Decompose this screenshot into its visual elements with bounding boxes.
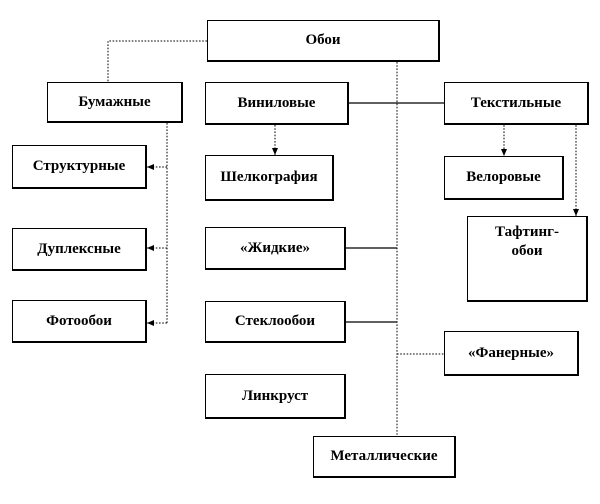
node-photo-label: Фотообои: [46, 312, 112, 329]
node-structural-label: Структурные: [32, 158, 126, 175]
node-photo: Фотообои: [12, 300, 147, 343]
edge-root-paper: [107, 40, 207, 82]
node-veneer: «Фанерные»: [444, 331, 579, 376]
node-structural: Структурные: [12, 145, 147, 189]
node-vinyl-label: Виниловые: [237, 94, 316, 111]
node-textile-label: Текстильные: [470, 94, 562, 111]
node-glass-label: Стеклообои: [234, 313, 316, 330]
node-velour-label: Велоровые: [466, 169, 541, 186]
node-metallic-label: Металлические: [330, 448, 438, 465]
node-paper-label: Бумажные: [78, 93, 151, 110]
node-metallic: Металлические: [313, 436, 456, 478]
node-glass: Стеклообои: [205, 301, 346, 343]
node-liquid: «Жидкие»: [205, 227, 346, 270]
node-silkscreen: Шелкография: [205, 155, 334, 201]
node-tufting-label: Тафтинг- обои: [495, 224, 559, 259]
node-textile: Текстильные: [444, 82, 589, 125]
node-duplex: Дуплексные: [12, 228, 147, 271]
node-silkscreen-label: Шелкография: [220, 169, 318, 186]
node-lincrusta: Линкруст: [205, 374, 346, 419]
node-veneer-label: «Фанерные»: [467, 344, 555, 361]
node-vinyl: Виниловые: [205, 82, 349, 125]
node-root-label: Обои: [305, 32, 341, 49]
node-root: Обои: [207, 20, 440, 62]
node-tufting: Тафтинг- обои: [467, 216, 588, 302]
node-lincrusta-label: Линкруст: [241, 387, 309, 404]
node-velour: Велоровые: [444, 156, 564, 200]
node-paper: Бумажные: [47, 82, 183, 123]
node-liquid-label: «Жидкие»: [239, 239, 310, 256]
node-duplex-label: Дуплексные: [37, 240, 121, 257]
